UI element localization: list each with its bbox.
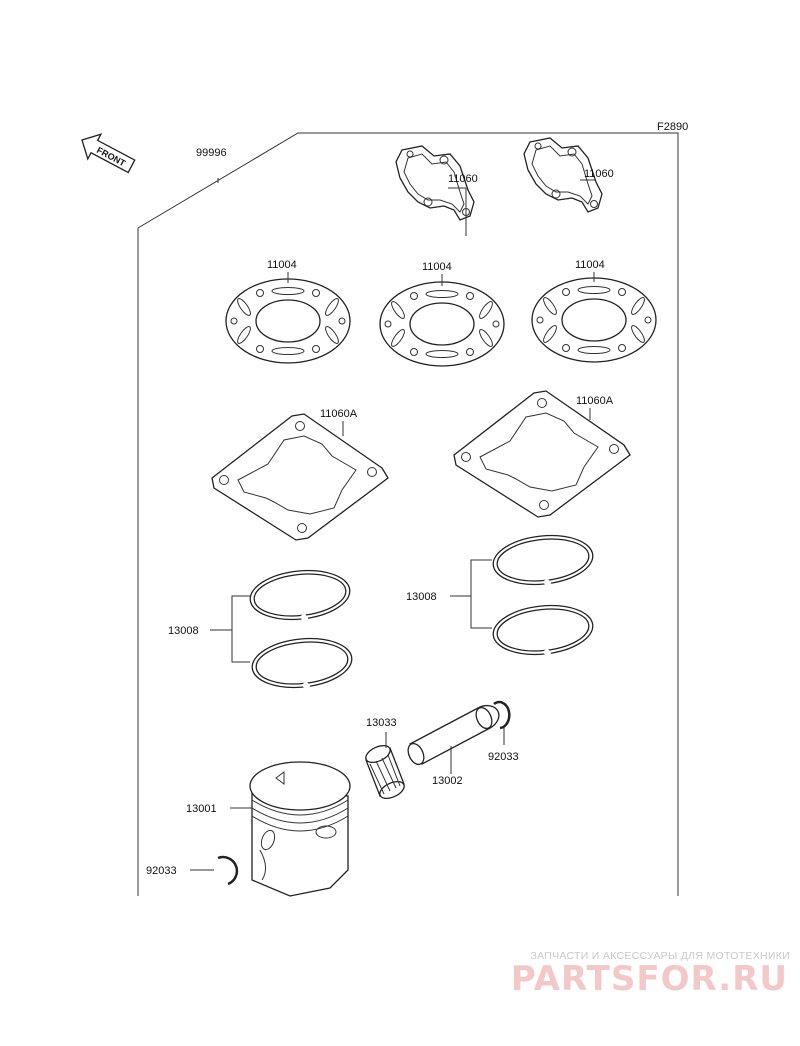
head-gasket-3 — [531, 277, 657, 363]
circlip-left — [217, 855, 239, 886]
piston-ring-right-upper — [491, 531, 595, 589]
label-piston: 13001 — [186, 803, 217, 815]
label-ring-set-left: 13008 — [168, 625, 199, 637]
base-gasket-1 — [211, 413, 389, 541]
head-gasket-2 — [379, 281, 505, 367]
kit-frame — [137, 132, 679, 896]
watermark-logo: PARTSFOR.RU — [510, 959, 788, 999]
piston — [249, 761, 351, 897]
watermark-caption: ЗАПЧАСТИ И АКСЕССУАРЫ ДЛЯ МОТОТЕХНИКИ — [530, 950, 790, 962]
label-circlip-right: 92033 — [488, 751, 519, 763]
label-gasket-top-1: 11060 — [448, 173, 478, 185]
piston-pin — [407, 704, 500, 766]
circlip-right — [493, 700, 511, 730]
label-piston-pin: 13002 — [432, 775, 463, 787]
label-base-gasket-2: 11060A — [576, 395, 614, 407]
head-gasket-1 — [225, 278, 351, 364]
figure-code: F2890 — [657, 121, 688, 133]
label-head-gasket-1: 11004 — [267, 259, 297, 271]
label-gasket-top-2: 11060 — [584, 168, 614, 180]
piston-ring-left-lower — [250, 634, 354, 692]
needle-bearing — [365, 744, 405, 800]
base-gasket-2 — [453, 390, 631, 518]
label-base-gasket-1: 11060A — [320, 408, 358, 420]
label-kit: 99996 — [196, 147, 227, 159]
piston-ring-left-upper — [248, 566, 352, 624]
label-bearing: 13033 — [366, 717, 397, 729]
label-circlip-left: 92033 — [146, 865, 177, 877]
front-arrow-icon: FRONT — [81, 133, 136, 174]
label-head-gasket-2: 11004 — [422, 261, 452, 273]
label-ring-set-right: 13008 — [406, 591, 437, 603]
label-head-gasket-3: 11004 — [575, 259, 605, 271]
piston-ring-right-lower — [491, 601, 595, 659]
